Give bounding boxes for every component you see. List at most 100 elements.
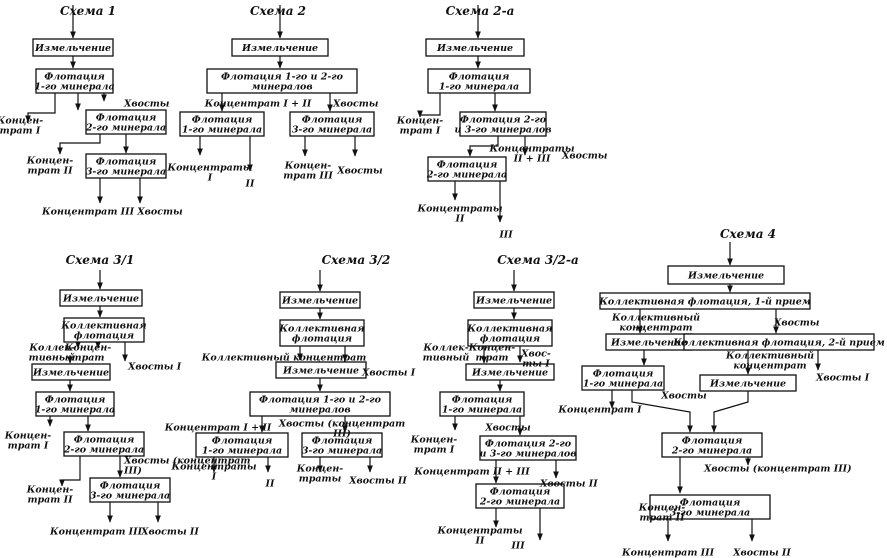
flow-arrow bbox=[59, 456, 81, 487]
product-label: Концентрат I + II bbox=[164, 423, 272, 434]
product-label: трат bbox=[72, 353, 105, 364]
process-label: 2-го минерала bbox=[85, 123, 166, 134]
process-box bbox=[35, 68, 114, 94]
process-box bbox=[667, 265, 785, 285]
process-label: Измельчение bbox=[610, 338, 687, 349]
process-box bbox=[661, 432, 763, 458]
product-label: трат III bbox=[283, 171, 333, 182]
process-label: Флотация 1-го и 2-го bbox=[259, 395, 382, 406]
product-label: Концен- bbox=[410, 435, 458, 446]
product-label: Хвосты bbox=[484, 423, 531, 434]
flow-arrow bbox=[57, 134, 101, 155]
product-label: Концентрат I + II bbox=[204, 99, 312, 110]
process-label: Измельчение bbox=[241, 43, 318, 54]
process-label: Коллективная флотация, 2-й прием bbox=[672, 338, 885, 349]
product-label: Концен- bbox=[638, 503, 686, 514]
product-label: Коллективный bbox=[725, 351, 814, 362]
product-label: Хвосты II bbox=[732, 548, 791, 558]
product-label: Хвосты bbox=[136, 207, 183, 218]
product-label: Концен- bbox=[64, 343, 112, 354]
process-label: Флотация bbox=[680, 498, 741, 509]
product-label: Хвосты bbox=[660, 391, 707, 402]
process-label: Коллективная bbox=[278, 324, 365, 335]
flow-arrow bbox=[711, 391, 749, 433]
product-label: Концен- bbox=[468, 343, 516, 354]
process-box bbox=[473, 291, 555, 309]
product-label: концентрат bbox=[733, 361, 806, 372]
process-label: и 3-го минералов bbox=[455, 125, 552, 136]
product-label: Хвосты II bbox=[140, 527, 199, 538]
product-label: Коллек- bbox=[28, 343, 74, 354]
scheme-title: Схема 3/2 bbox=[322, 253, 391, 267]
product-label: трат I bbox=[8, 441, 49, 452]
process-label: флотация bbox=[480, 334, 541, 345]
process-box bbox=[89, 477, 171, 503]
product-label: II bbox=[455, 214, 465, 225]
process-label: Коллективная флотация, 1-й прием bbox=[598, 297, 811, 308]
product-label: Хвосты bbox=[336, 166, 383, 177]
process-label: 1-го минерала bbox=[34, 82, 114, 93]
product-label: трат II bbox=[27, 495, 73, 506]
process-box bbox=[683, 333, 875, 351]
process-box bbox=[32, 38, 114, 57]
product-label: Концен- bbox=[26, 485, 74, 496]
product-label: Хвосты bbox=[561, 151, 608, 162]
product-label: II bbox=[265, 479, 275, 490]
scheme-title: Схема 1 bbox=[60, 4, 116, 18]
process-box bbox=[179, 111, 265, 137]
product-label: Хвосты bbox=[773, 318, 820, 329]
product-label: I bbox=[207, 173, 213, 184]
product-label: Хвосты bbox=[332, 99, 379, 110]
process-label: Измельчение bbox=[62, 294, 139, 305]
process-label: 1-го минерала bbox=[439, 82, 519, 93]
process-box bbox=[249, 391, 391, 417]
product-label: Концен- bbox=[396, 116, 444, 127]
product-label: Хвосты II bbox=[348, 476, 407, 487]
process-label: 3-го минерала bbox=[292, 125, 372, 136]
product-label: III bbox=[498, 230, 513, 241]
process-box bbox=[427, 156, 507, 182]
process-box bbox=[427, 68, 531, 94]
process-label: Флотация bbox=[437, 160, 498, 171]
process-label: минералов bbox=[289, 405, 350, 416]
process-box bbox=[31, 363, 111, 381]
process-box bbox=[85, 109, 167, 135]
product-label: тивный bbox=[423, 353, 470, 364]
product-label: трат bbox=[476, 353, 509, 364]
process-label: Измельчение bbox=[282, 366, 359, 377]
product-label: траты bbox=[299, 474, 342, 485]
process-box bbox=[479, 435, 577, 461]
product-label: Концентраты bbox=[170, 462, 256, 473]
process-label: Измельчение bbox=[687, 271, 764, 282]
process-box bbox=[475, 483, 565, 509]
process-label: Флотация bbox=[44, 72, 105, 83]
process-box bbox=[649, 494, 771, 520]
process-label: 1-го минерала bbox=[35, 405, 115, 416]
process-label: Флотация bbox=[212, 436, 273, 447]
product-label: Концентраты bbox=[166, 163, 252, 174]
process-label: Флотация bbox=[302, 115, 363, 126]
process-label: Флотация bbox=[192, 115, 253, 126]
process-label: Коллективная bbox=[60, 321, 147, 332]
product-label: Хвосты (концентрат bbox=[278, 419, 405, 430]
product-label: Концентраты bbox=[416, 204, 502, 215]
process-label: Флотация bbox=[490, 487, 551, 498]
product-label: III bbox=[510, 541, 525, 552]
process-label: Флотация 1-го и 2-го bbox=[221, 72, 344, 83]
process-label: Измельчение bbox=[281, 296, 358, 307]
process-label: 1-го минерала bbox=[583, 379, 663, 390]
product-label: II bbox=[475, 536, 485, 547]
process-box bbox=[279, 319, 365, 347]
flow-arrow bbox=[417, 93, 441, 118]
product-label: Хвосты I bbox=[127, 362, 182, 373]
product-label: Концентраты bbox=[436, 526, 522, 537]
process-label: Флотация bbox=[45, 395, 106, 406]
scheme-title: Схема 4 bbox=[720, 227, 776, 241]
flow-arrow bbox=[631, 390, 693, 433]
product-label: Концен- bbox=[296, 464, 344, 475]
process-label: 1-го минерала bbox=[202, 446, 282, 457]
process-box bbox=[467, 319, 553, 347]
product-label: трат I bbox=[414, 445, 455, 456]
process-box bbox=[581, 365, 665, 391]
